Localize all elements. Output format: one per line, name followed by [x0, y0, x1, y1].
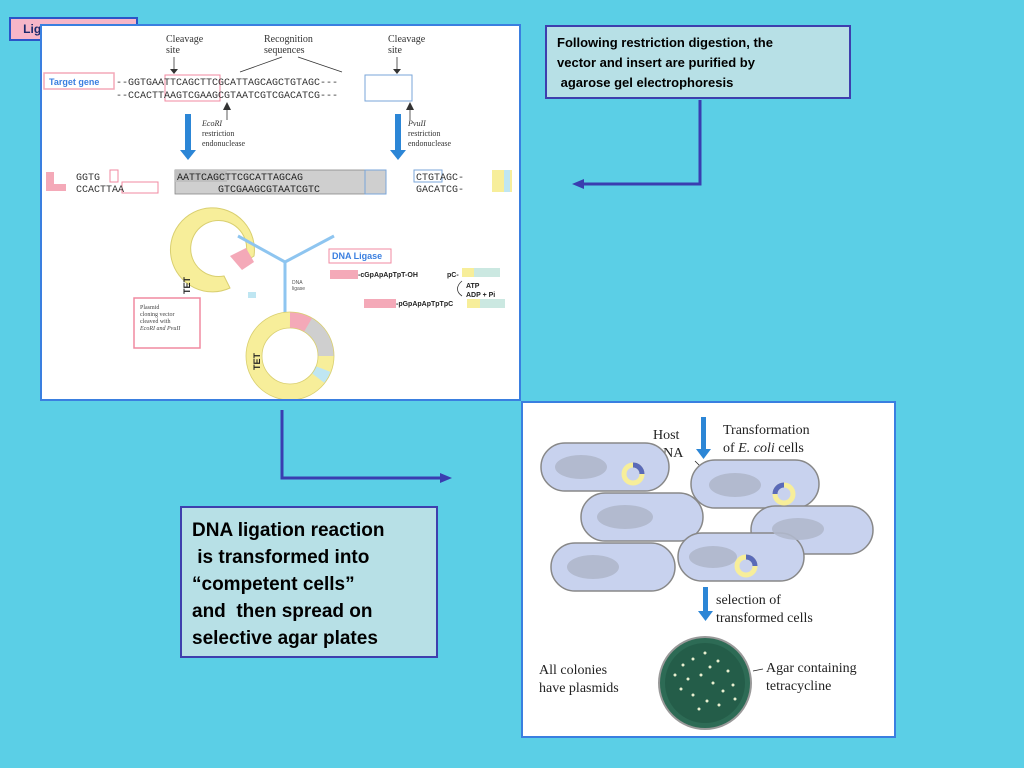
fragment-right-top: CTGTAGC- [416, 173, 464, 184]
adp-label: ADP + Pi [466, 292, 495, 299]
left-note-line-3: “competent cells” [192, 574, 355, 595]
bacterial-colonies [673, 651, 737, 711]
tet-label-upper: TET [182, 276, 192, 294]
note-line-2: vector and insert are purified by [557, 55, 755, 70]
target-gene-label: Target gene [49, 77, 99, 87]
sequence-top: --GGTGAATTCAGCTTCGCATTAGCAGCTGTAGC--- [116, 78, 338, 89]
ligation-transformation-note: DNA ligation reaction is transformed int… [180, 506, 438, 658]
note-line-1: Following restriction digestion, the [557, 35, 773, 50]
ligation-seq-1: -cGpApApTpT-OH [358, 272, 418, 279]
tet-label-lower: TET [252, 352, 262, 370]
left-note-line-2: is transformed into [192, 547, 370, 568]
plasmids-in-cells [621, 462, 796, 578]
ligation-seq-3: -pGpApApTpTpC [396, 301, 453, 308]
fragment-middle-top: AATTCAGCTTCGCATTAGCAG [177, 173, 303, 184]
pointer-lines [173, 56, 398, 73]
left-note-line-5: selective agar plates [192, 628, 378, 649]
sequence-bottom: --CCACTTAAGTCGAAGCGTAATCGTCGACATCG--- [116, 91, 338, 102]
target-gene-label-box [43, 72, 115, 90]
plasmid-description-box [133, 297, 201, 349]
fragment-middle-bottom: GTCGAAGCGTAATCGTC [218, 185, 320, 196]
restriction-digestion-note: Following restriction digestion, the vec… [545, 25, 851, 99]
left-note-line-4: and then spread on [192, 601, 373, 622]
fragment-right-bottom: GACATCG- [416, 185, 464, 196]
ligation-seq-2: pC- [447, 272, 459, 279]
note-line-3: agarose gel electrophoresis [557, 75, 734, 90]
dna-ligase-label: DNA Ligase [332, 251, 382, 261]
atp-label: ATP [466, 283, 480, 290]
left-note-line-1: DNA ligation reaction [192, 520, 385, 541]
open-plasmid [169, 207, 255, 293]
fragment-left-bottom: CCACTTAA [76, 185, 124, 196]
fragment-left-top: GGTG [76, 173, 100, 184]
